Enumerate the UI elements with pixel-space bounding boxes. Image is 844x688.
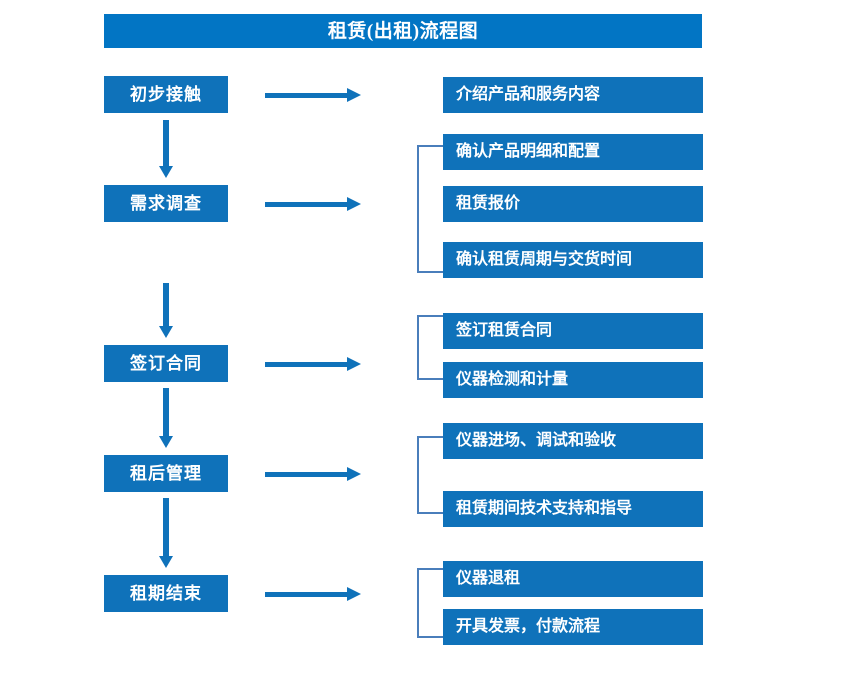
vertical-arrow-icon-2: [159, 283, 173, 338]
detail-label-2: 确认产品明细和配置: [456, 143, 601, 160]
vertical-arrow-icon-4: [159, 498, 173, 568]
detail-label-9: 仪器退租: [456, 570, 521, 587]
horizontal-arrow-icon-3: [265, 357, 361, 371]
stage-box-3[interactable]: 签订合同: [104, 345, 228, 382]
detail-box-1[interactable]: 介绍产品和服务内容: [443, 77, 703, 113]
detail-label-5: 签订租赁合同: [456, 322, 553, 339]
stage-label-5: 租期结束: [130, 584, 202, 603]
stage-box-1[interactable]: 初步接触: [104, 76, 228, 113]
stage-box-4[interactable]: 租后管理: [104, 455, 228, 492]
detail-box-7[interactable]: 仪器进场、调试和验收: [443, 423, 703, 459]
page-title: 租赁(出租)流程图: [327, 20, 479, 42]
vertical-arrow-icon-1: [159, 120, 173, 178]
horizontal-arrow-icon-1: [265, 88, 361, 102]
group-bracket-2: [417, 315, 443, 380]
horizontal-arrow-icon-4: [265, 467, 361, 481]
detail-box-8[interactable]: 租赁期间技术支持和指导: [443, 491, 703, 527]
vertical-arrow-icon-3: [159, 388, 173, 448]
stage-box-2[interactable]: 需求调查: [104, 185, 228, 222]
horizontal-arrow-icon-2: [265, 197, 361, 211]
group-bracket-4: [417, 568, 443, 638]
detail-label-6: 仪器检测和计量: [456, 371, 569, 388]
detail-box-3[interactable]: 租赁报价: [443, 186, 703, 222]
detail-label-8: 租赁期间技术支持和指导: [456, 500, 633, 517]
detail-box-5[interactable]: 签订租赁合同: [443, 313, 703, 349]
detail-label-10: 开具发票，付款流程: [456, 618, 601, 635]
stage-label-4: 租后管理: [130, 464, 202, 483]
detail-box-9[interactable]: 仪器退租: [443, 561, 703, 597]
detail-label-4: 确认租赁周期与交货时间: [456, 251, 633, 268]
detail-box-4[interactable]: 确认租赁周期与交货时间: [443, 242, 703, 278]
horizontal-arrow-icon-5: [265, 587, 361, 601]
detail-box-2[interactable]: 确认产品明细和配置: [443, 134, 703, 170]
stage-label-2: 需求调查: [130, 194, 202, 213]
detail-box-10[interactable]: 开具发票，付款流程: [443, 609, 703, 645]
stage-label-3: 签订合同: [130, 354, 202, 373]
stage-box-5[interactable]: 租期结束: [104, 575, 228, 612]
group-bracket-3: [417, 436, 443, 514]
detail-label-7: 仪器进场、调试和验收: [456, 432, 617, 449]
detail-box-6[interactable]: 仪器检测和计量: [443, 362, 703, 398]
diagram-title-bar: 租赁(出租)流程图: [104, 14, 702, 48]
group-bracket-1: [417, 145, 443, 273]
stage-label-1: 初步接触: [130, 85, 202, 104]
detail-label-3: 租赁报价: [456, 195, 521, 212]
detail-label-1: 介绍产品和服务内容: [456, 86, 601, 103]
